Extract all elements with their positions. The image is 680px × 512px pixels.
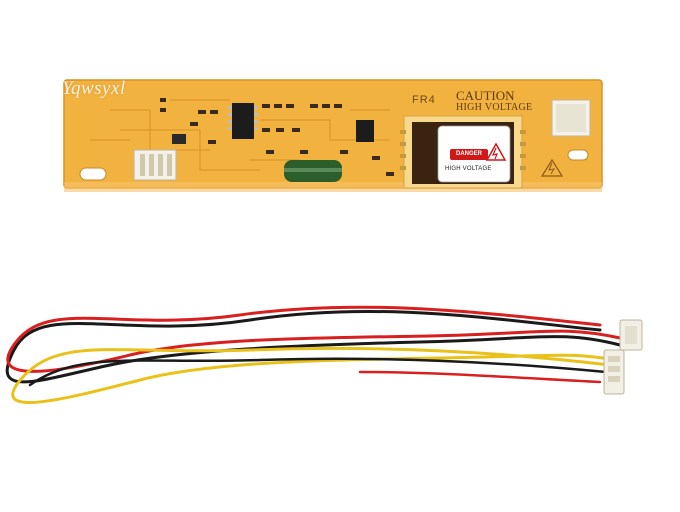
board-material-mark: FR4 <box>412 94 436 106</box>
caution-subtitle: HIGH VOLTAGE <box>456 102 533 113</box>
caution-title: CAUTION <box>456 88 515 103</box>
brand-watermark: Yqwsyxl <box>62 78 126 99</box>
danger-badge: DANGER <box>455 151 482 157</box>
sticker-high-voltage-text: HIGH VOLTAGE <box>445 166 492 172</box>
connector-top <box>619 319 643 351</box>
wire-harness <box>5 305 622 404</box>
caution-marking: CAUTION HIGH VOLTAGE <box>456 88 533 114</box>
connector-bottom <box>603 349 625 395</box>
inverter-board <box>63 79 603 192</box>
